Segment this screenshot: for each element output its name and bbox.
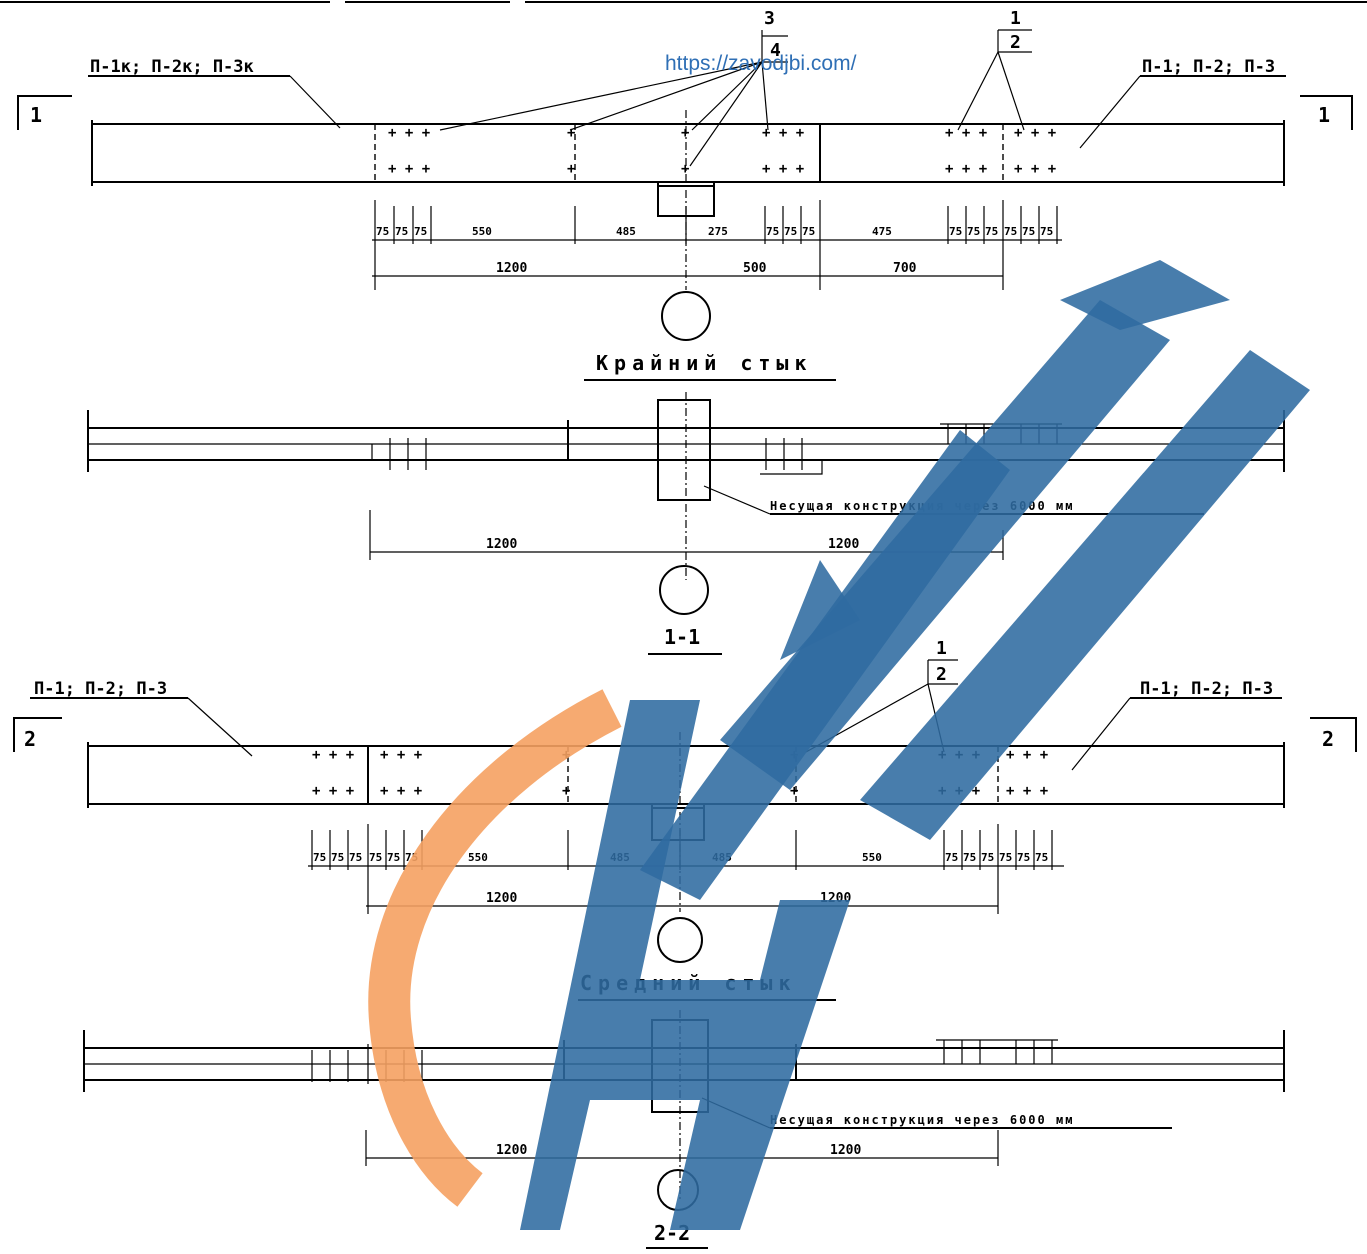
svg-text:550: 550	[862, 851, 882, 864]
svg-text:+ + +: + + +	[762, 125, 804, 141]
svg-text:75: 75	[331, 851, 344, 864]
edge-dims-upper: 75 75 75 550 485 275 75 75 75 475 75 75 …	[376, 225, 1053, 238]
callout-3: 3	[764, 8, 775, 29]
section-1-label: 1-1	[664, 625, 700, 649]
edge-joint-plan: 1 1 + + ++ + + ++ ++ + + ++ + + + + ++ +…	[17, 8, 1353, 381]
svg-text:+ + +: + + +	[945, 125, 987, 141]
svg-text:+: +	[681, 161, 689, 177]
middle-support-note: Несущая конструкция через 6000 мм	[770, 1113, 1074, 1127]
svg-text:275: 275	[708, 225, 728, 238]
svg-text:75: 75	[349, 851, 362, 864]
svg-text:75: 75	[967, 225, 980, 238]
svg-text:+ + +: + + +	[388, 161, 430, 177]
section-2-dim-left: 1200	[496, 1143, 527, 1158]
svg-text:75: 75	[985, 225, 998, 238]
svg-text:+ + +: + + +	[1006, 747, 1048, 763]
section-1-dim-left: 1200	[486, 537, 517, 552]
svg-text:75: 75	[1040, 225, 1053, 238]
svg-text:75: 75	[1035, 851, 1048, 864]
svg-text:75: 75	[1022, 225, 1035, 238]
middle-left-panel-label: П-1; П-2; П-3	[34, 679, 167, 699]
section-mark-right-1: 1	[1318, 103, 1330, 127]
svg-text:1200: 1200	[486, 891, 517, 906]
edge-joint-title: Крайний стык	[596, 351, 813, 375]
edge-left-panel-label: П-1к; П-2к; П-3к	[90, 57, 254, 77]
svg-text:75: 75	[949, 225, 962, 238]
svg-text:485: 485	[616, 225, 636, 238]
svg-text:75: 75	[766, 225, 779, 238]
watermark-logo	[368, 260, 1310, 1230]
svg-text:75: 75	[395, 225, 408, 238]
middle-right-panel-label: П-1; П-2; П-3	[1140, 679, 1273, 699]
svg-text:+: +	[567, 161, 575, 177]
callout-2-edge: 2	[1010, 32, 1021, 53]
svg-text:700: 700	[893, 261, 917, 276]
svg-text:475: 475	[872, 225, 892, 238]
svg-text:+ + +: + + +	[312, 783, 354, 799]
section-1-dim-right: 1200	[828, 537, 859, 552]
svg-text:1200: 1200	[496, 261, 527, 276]
svg-text:550: 550	[472, 225, 492, 238]
callout-1-middle: 1	[936, 638, 947, 659]
edge-right-panel-label: П-1; П-2; П-3	[1142, 57, 1275, 77]
watermark-orange-arc	[368, 689, 622, 1207]
svg-text:75: 75	[963, 851, 976, 864]
section-mark-left-2: 2	[24, 727, 36, 751]
svg-text:75: 75	[376, 225, 389, 238]
svg-text:75: 75	[1004, 225, 1017, 238]
svg-text:+ + +: + + +	[762, 161, 804, 177]
svg-text:+ + +: + + +	[312, 747, 354, 763]
svg-text:75: 75	[784, 225, 797, 238]
callout-4: 4	[770, 40, 781, 61]
svg-text:75: 75	[313, 851, 326, 864]
svg-text:+ + +: + + +	[1014, 125, 1056, 141]
svg-text:550: 550	[468, 851, 488, 864]
svg-text:+ + +: + + +	[1014, 161, 1056, 177]
svg-text:+ + +: + + +	[945, 161, 987, 177]
source-url: https://zavodjbi.com/	[665, 52, 857, 75]
edge-dim-ticks	[374, 200, 1058, 290]
callout-1-edge: 1	[1010, 8, 1021, 29]
section-mark-left-1: 1	[30, 103, 42, 127]
svg-text:75: 75	[387, 851, 400, 864]
svg-text:75: 75	[369, 851, 382, 864]
svg-text:75: 75	[945, 851, 958, 864]
svg-text:75: 75	[802, 225, 815, 238]
svg-text:500: 500	[743, 261, 767, 276]
svg-text:75: 75	[1017, 851, 1030, 864]
svg-text:75: 75	[414, 225, 427, 238]
svg-text:75: 75	[981, 851, 994, 864]
callout-2-middle: 2	[936, 664, 947, 685]
watermark-letters	[520, 260, 1310, 1230]
svg-text:+: +	[681, 125, 689, 141]
edge-bolts: + + + + + + + + + + + + + + + + + + + + + + +…	[388, 125, 1056, 177]
svg-text:+: +	[562, 783, 570, 799]
svg-text:75: 75	[999, 851, 1012, 864]
svg-text:+ + +: + + +	[380, 747, 422, 763]
svg-text:+ + +: + + +	[380, 783, 422, 799]
section-mark-right-2: 2	[1322, 727, 1334, 751]
svg-text:+: +	[790, 783, 798, 799]
svg-text:+: +	[567, 125, 575, 141]
edge-dims-lower: 1200 500 700	[496, 261, 917, 276]
section-2-dim-right: 1200	[830, 1143, 861, 1158]
svg-text:+ + +: + + +	[1006, 783, 1048, 799]
svg-text:+ + +: + + +	[388, 125, 430, 141]
